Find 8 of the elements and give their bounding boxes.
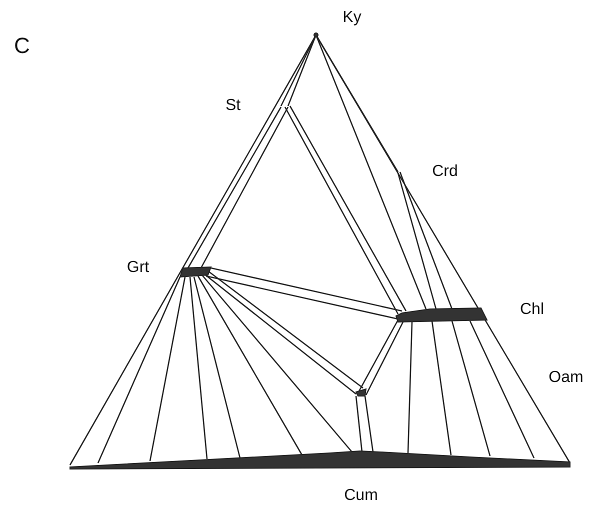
phase-label: Oam — [548, 370, 584, 386]
phase-label: Crd — [432, 164, 458, 180]
phase-label: Cum — [344, 488, 378, 504]
phase-label: St — [225, 98, 241, 114]
phase-label: Chl — [520, 302, 544, 318]
phase-label: C — [14, 35, 30, 57]
phase-label: Grt — [126, 260, 150, 276]
phase-label: Ky — [342, 10, 362, 26]
